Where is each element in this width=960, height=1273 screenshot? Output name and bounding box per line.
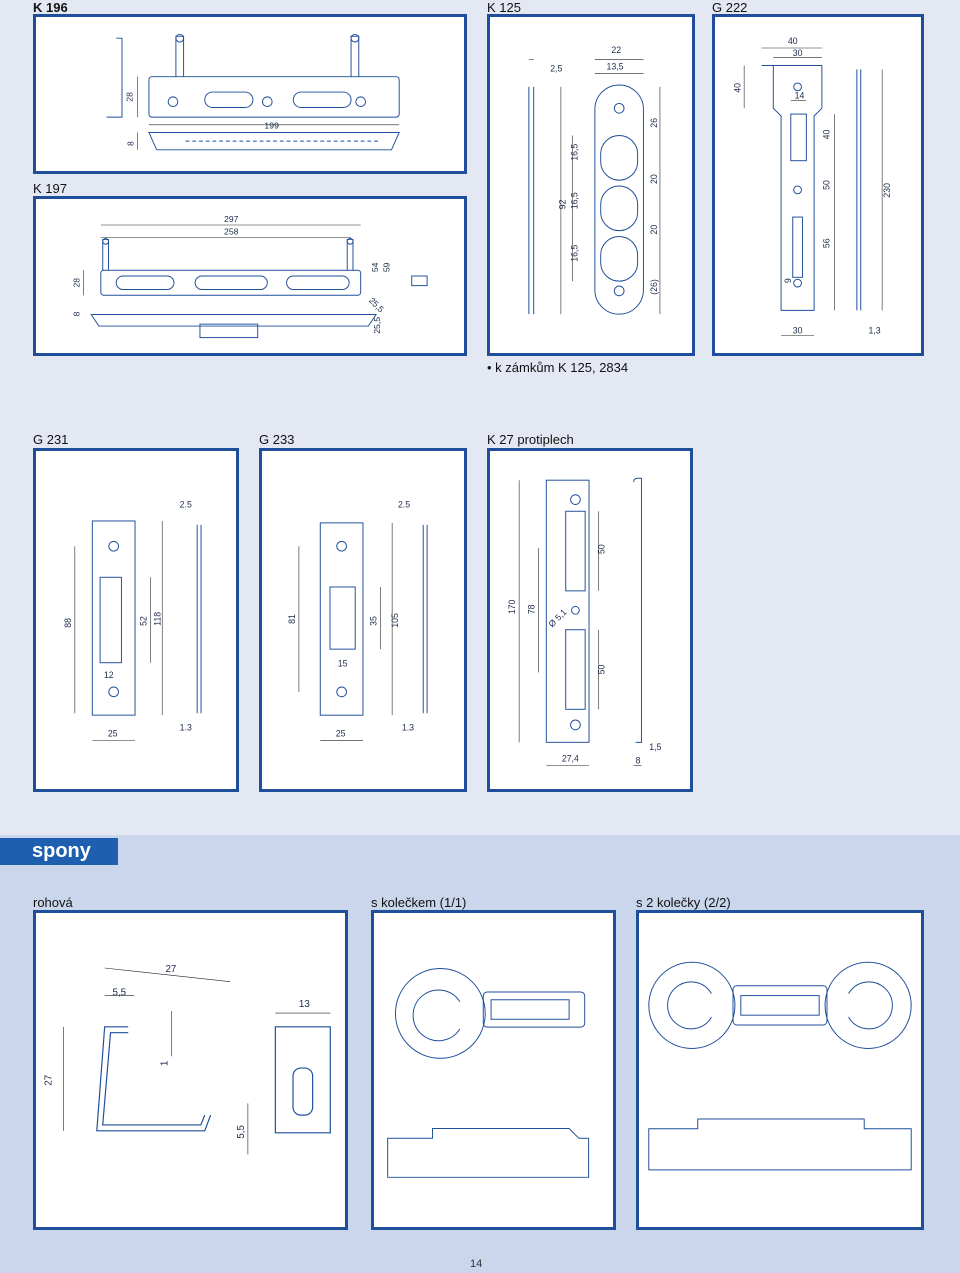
k27-dim-78: 78	[527, 604, 537, 614]
title-g233: G 233	[259, 432, 295, 447]
k125-dim-16-5-b: 16,5	[569, 192, 579, 209]
rohova-drawing-panel: 27 5,5 13 27 1 5,5	[33, 910, 348, 1230]
k197-dim-25-5-a: 25,5	[367, 295, 386, 314]
compat-note: • k zámkům K 125, 2834	[487, 360, 629, 375]
label-rohova: rohová	[33, 895, 73, 910]
g222-dim-30-bottom: 30	[793, 326, 803, 336]
g233-dim-81: 81	[287, 614, 297, 624]
g231-dim-2-5: 2.5	[180, 499, 192, 509]
title-g222: G 222	[712, 0, 748, 15]
k125-dim-92: 92	[558, 199, 568, 209]
k197-drawing-panel: 297 258 28 54 59 8 25,5 25,5	[33, 196, 467, 356]
g222-dim-30-top: 30	[793, 48, 803, 58]
k125-drawing-panel: 22 2,5 13,5 26 16,5 20 92 16,5 20 16,5 (…	[487, 14, 695, 356]
k197-dim-59: 59	[382, 262, 392, 272]
k197-dim-28: 28	[72, 278, 82, 288]
page-number: 14	[470, 1258, 483, 1270]
title-k27: K 27 protiplech	[487, 432, 574, 447]
k125-dim-16-5-a: 16,5	[569, 144, 579, 161]
k27-dim-170: 170	[507, 599, 517, 614]
k27-dim-1-5: 1,5	[649, 742, 661, 752]
g222-dim-14: 14	[795, 91, 805, 101]
k125-dim-13-5: 13,5	[607, 61, 624, 71]
k196-dim-28: 28	[125, 92, 135, 102]
rohova-dim-27-left: 27	[44, 1075, 55, 1086]
label-s-2-kolecky: s 2 kolečky (2/2)	[636, 895, 731, 910]
s-2-kolecky-drawing	[648, 961, 912, 1171]
k197-dim-297: 297	[224, 214, 239, 224]
k196-dim-199: 199	[264, 121, 279, 131]
k197-dim-25-5-b: 25,5	[372, 317, 382, 334]
k27-drawing-panel: 170 78 50 Ø 5,1 50 27,4 8 1,5	[487, 448, 693, 792]
rohova-dim-1: 1	[159, 1061, 170, 1066]
g233-dim-1-3: 1.3	[402, 723, 414, 733]
g222-dim-9: 9	[783, 278, 793, 283]
g233-dim-2-5: 2.5	[398, 499, 410, 509]
k27-dim-27-4: 27,4	[562, 754, 579, 764]
k196-drawing: 28 199 8	[106, 33, 400, 151]
title-k196: K 196	[33, 0, 68, 15]
k27-dim-dia-5-1: Ø 5,1	[546, 607, 568, 629]
g231-drawing-panel: 2.5 88 52 118 12 25 1.3	[33, 448, 239, 792]
k27-dim-50-a: 50	[597, 544, 607, 554]
g222-drawing-panel: 40 30 40 14 40 50 230 56 9 30 1,3	[712, 14, 924, 356]
g222-dim-40-top: 40	[788, 36, 798, 46]
k197-dim-258: 258	[224, 227, 239, 237]
k27-dim-50-b: 50	[597, 665, 607, 675]
g231-dim-1-3: 1.3	[180, 723, 192, 733]
k125-dim-2-5: 2,5	[550, 63, 562, 73]
k196-dim-8: 8	[126, 141, 136, 146]
k125-dim-22: 22	[611, 45, 621, 55]
title-g231: G 231	[33, 432, 69, 447]
g231-drawing: 2.5 88 52 118 12 25 1.3	[63, 499, 202, 741]
g233-dim-105: 105	[390, 613, 400, 628]
g231-dim-52: 52	[139, 616, 149, 626]
rohova-dim-13: 13	[299, 999, 310, 1010]
g233-dim-25: 25	[336, 729, 346, 739]
k27-dim-8: 8	[636, 756, 641, 766]
k125-dim-20-a: 20	[649, 174, 659, 184]
k196-drawing-panel: 28 199 8	[33, 14, 467, 174]
g222-dim-50: 50	[822, 180, 832, 190]
rohova-dim-5-5-top: 5,5	[113, 987, 127, 998]
k197-dim-8: 8	[72, 311, 82, 316]
k125-dim-20-b: 20	[649, 225, 659, 235]
g231-dim-88: 88	[63, 618, 73, 628]
g233-drawing: 2.5 81 35 105 15 25 1.3	[287, 499, 428, 741]
g233-dim-35: 35	[369, 616, 379, 626]
k197-drawing: 297 258 28 54 59 8 25,5 25,5	[72, 214, 428, 339]
title-k125: K 125	[487, 0, 521, 15]
g222-dim-56: 56	[822, 238, 832, 248]
section-tab-spony: spony	[0, 838, 118, 865]
g222-dim-40-right: 40	[822, 129, 832, 139]
g222-dim-230: 230	[882, 183, 892, 198]
s-koleckem-drawing-panel	[371, 910, 616, 1230]
title-k197: K 197	[33, 181, 67, 196]
g231-dim-118: 118	[152, 612, 162, 626]
g222-drawing: 40 30 40 14 40 50 230 56 9 30 1,3	[732, 36, 892, 336]
k125-drawing: 22 2,5 13,5 26 16,5 20 92 16,5 20 16,5 (…	[528, 45, 661, 315]
rohova-drawing: 27 5,5 13 27 1 5,5	[44, 964, 331, 1155]
g231-dim-12: 12	[104, 670, 114, 680]
k125-dim-26: 26	[649, 118, 659, 128]
s-koleckem-drawing	[387, 968, 590, 1178]
label-s-koleckem: s kolečkem (1/1)	[371, 895, 467, 910]
k27-drawing: 170 78 50 Ø 5,1 50 27,4 8 1,5	[507, 477, 661, 766]
s-2-kolecky-drawing-panel	[636, 910, 924, 1230]
k125-dim-16-5-c: 16,5	[569, 245, 579, 262]
rohova-dim-27-top: 27	[165, 964, 176, 975]
g222-dim-40-left: 40	[732, 83, 742, 93]
rohova-dim-5-5-bottom: 5,5	[236, 1124, 247, 1138]
g231-dim-25: 25	[108, 729, 118, 739]
g233-drawing-panel: 2.5 81 35 105 15 25 1.3	[259, 448, 467, 792]
k125-dim-26-paren: (26)	[649, 279, 659, 295]
g233-dim-15: 15	[338, 659, 348, 669]
g222-dim-1-3: 1,3	[869, 326, 881, 336]
k197-dim-54: 54	[370, 262, 380, 272]
